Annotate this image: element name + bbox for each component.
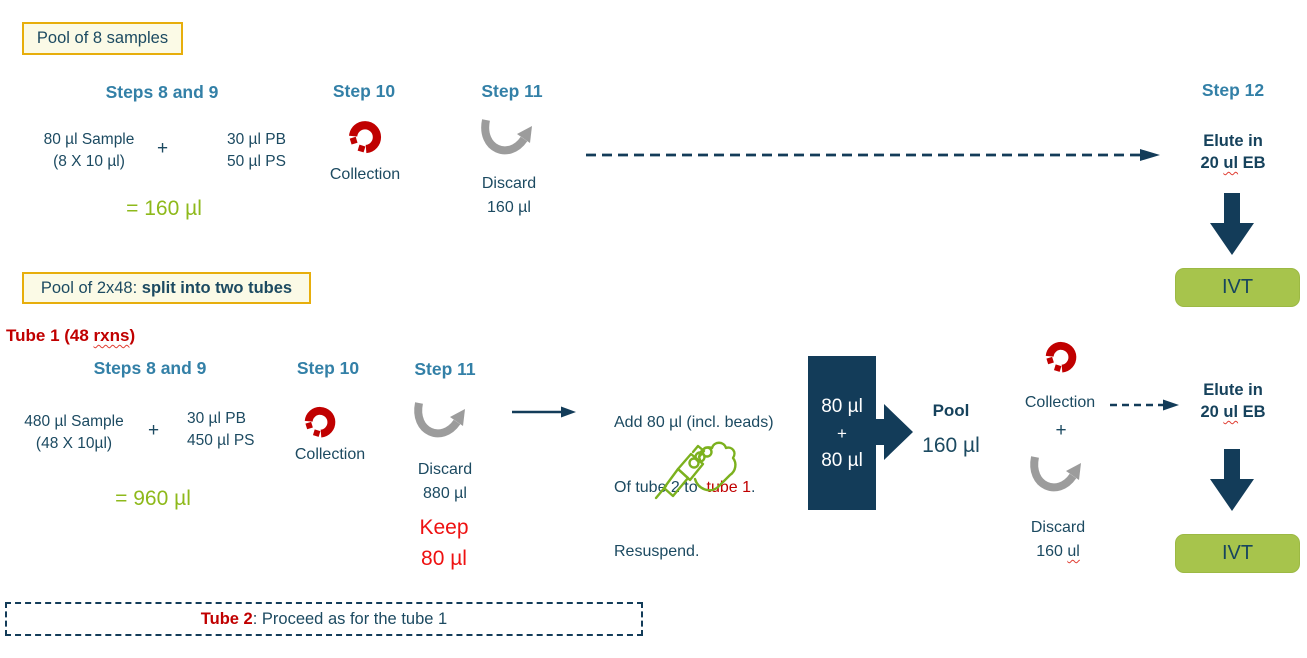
tube2-note-box: Tube 2: Proceed as for the tube 1 — [5, 602, 643, 636]
row1-reagents: 30 µl PB 50 µl PS — [227, 129, 297, 173]
block-down-arrow-icon — [1210, 193, 1254, 255]
row1-step12-heading: Step 12 — [1201, 80, 1265, 100]
row2-collection2-label: Collection — [1024, 394, 1096, 411]
row2-steps-8-9-heading: Steps 8 and 9 — [93, 358, 207, 378]
row1-ivt-box: IVT — [1175, 268, 1300, 307]
row1-sample-breakdown: (8 X 10 µl) — [53, 153, 125, 170]
row1-reagent-ps: 50 µl PS — [227, 153, 286, 170]
row1-elute-line2: 20 ul EB — [1187, 152, 1279, 174]
row2-ivt-label: IVT — [1221, 542, 1254, 564]
row1-sample-volume: 80 µl Sample — [43, 131, 135, 148]
pool-2x48-pre: Pool of 2x48: — [40, 278, 142, 297]
magnet-icon — [304, 406, 336, 438]
row2-reagent-ps: 450 µl PS — [187, 432, 255, 449]
row1-elute-line1: Elute in — [1203, 132, 1263, 150]
row2-collection-label: Collection — [294, 446, 366, 463]
pool-2x48-bold: split into two tubes — [141, 278, 293, 297]
row2-sample-volume: 480 µl Sample — [24, 413, 124, 430]
row2-discard2: Discard 160 ul — [1014, 516, 1102, 564]
row1-elute-pre: 20 — [1200, 154, 1224, 172]
dashed-flow-arrow-icon — [1110, 399, 1179, 411]
row2-keep-word: Keep — [419, 516, 469, 539]
row2-step10-heading: Step 10 — [296, 358, 360, 378]
add-line2-tube1: tube 1 — [702, 478, 752, 496]
row1-collection-label: Collection — [329, 166, 401, 183]
add-line2-post: . — [751, 478, 756, 496]
row2-elute-line1: Elute in — [1203, 381, 1263, 399]
row1-steps-8-9-heading: Steps 8 and 9 — [105, 82, 219, 102]
row2-sample-mix: 480 µl Sample (48 X 10µl) — [15, 411, 133, 455]
row2-discard2-word: Discard — [1030, 519, 1086, 536]
pipette-in-hand-icon — [654, 441, 737, 500]
row2-pool-title: Pool — [932, 401, 970, 420]
row2-reagents: 30 µl PB 450 µl PS — [187, 408, 262, 452]
row1-discard: Discard 160 µl — [469, 172, 549, 220]
row2-step11-heading: Step 11 — [414, 359, 476, 379]
magnet-icon — [1045, 341, 1077, 373]
row2-elute-line2: 20 ul EB — [1187, 401, 1279, 423]
row2-elute-ul: ul — [1223, 403, 1239, 421]
dashed-flow-arrow-icon — [586, 149, 1160, 161]
row1-discard-volume: 160 µl — [487, 199, 531, 216]
row2-discard-volume: 880 µl — [423, 485, 467, 502]
curved-discard-arrow-icon — [481, 119, 532, 155]
tube2-note: Tube 2: Proceed as for the tube 1 — [201, 610, 447, 629]
row2-discard2-volume: 160 ul — [1014, 540, 1102, 564]
block-right-arrow-icon — [875, 404, 913, 460]
merge-plus: + — [837, 423, 847, 443]
pool-8-samples-label: Pool of 8 samples — [36, 29, 169, 47]
add-line2-pre: Of tube 2 to — [614, 478, 703, 496]
row2-ivt-box: IVT — [1175, 534, 1300, 573]
row2-keep: Keep 80 µl — [399, 512, 489, 574]
curved-discard-arrow-icon — [414, 402, 465, 438]
row1-elute-post: EB — [1238, 154, 1266, 172]
tube1-rxns: rxns — [93, 326, 130, 345]
merge-volume-1: 80 µl — [821, 395, 863, 417]
solid-flow-arrow-icon — [512, 406, 576, 418]
row1-ivt-label: IVT — [1221, 276, 1254, 298]
tube1-pre: Tube 1 (48 — [6, 326, 94, 345]
row2-add-instructions: Add 80 µl (incl. beads) Of tube 2 to tub… — [614, 369, 774, 606]
add-line3: Resuspend. — [614, 543, 700, 560]
row2-elute-post: EB — [1238, 403, 1266, 421]
row2-elute: Elute in 20 ul EB — [1187, 379, 1279, 423]
row2-merge-box: 80 µl + 80 µl — [808, 356, 876, 510]
row2-discard-word: Discard — [417, 461, 473, 478]
row2-elute-pre: 20 — [1200, 403, 1224, 421]
row2-total-volume: = 960 µl — [115, 487, 191, 510]
pool-2x48-box: Pool of 2x48: split into two tubes — [22, 272, 311, 304]
row1-discard-word: Discard — [481, 175, 537, 192]
row2-plus2-sign: + — [1055, 420, 1067, 441]
row2-discard: Discard 880 µl — [405, 458, 485, 506]
pool-2x48-label: Pool of 2x48: split into two tubes — [41, 279, 292, 298]
row1-elute-ul: ul — [1223, 154, 1239, 172]
tube1-heading: Tube 1 (48 rxns) — [6, 326, 135, 346]
curved-discard-arrow-icon — [1030, 456, 1081, 492]
add-line1: Add 80 µl (incl. beads) — [614, 414, 774, 431]
row1-elute: Elute in 20 ul EB — [1187, 130, 1279, 174]
tube1-post: ) — [129, 326, 136, 345]
merge-volume-2: 80 µl — [821, 449, 863, 471]
row2-pool-volume: 160 µl — [922, 434, 980, 457]
pool-8-samples-box: Pool of 8 samples — [22, 22, 183, 55]
row1-sample-mix: 80 µl Sample (8 X 10 µl) — [33, 129, 145, 173]
row2-plus-sign: + — [148, 420, 160, 441]
discard2-pre: 160 — [1036, 543, 1068, 560]
discard2-ul: ul — [1067, 543, 1080, 560]
magnet-icon — [349, 121, 382, 154]
row2-sample-breakdown: (48 X 10µl) — [35, 435, 113, 452]
row1-reagent-pb: 30 µl PB — [227, 131, 286, 148]
row2-keep-volume: 80 µl — [421, 547, 467, 570]
row1-step10-heading: Step 10 — [332, 81, 396, 101]
add-line2: Of tube 2 to tube 1. — [614, 477, 774, 499]
row1-plus-sign: + — [157, 138, 169, 159]
tube2-rest: : Proceed as for the tube 1 — [252, 609, 448, 628]
block-down-arrow-icon — [1210, 449, 1254, 511]
tube2-label: Tube 2 — [200, 609, 253, 628]
row1-step11-heading: Step 11 — [481, 81, 543, 101]
row1-total-volume: = 160 µl — [126, 197, 202, 220]
row2-reagent-pb: 30 µl PB — [187, 410, 246, 427]
